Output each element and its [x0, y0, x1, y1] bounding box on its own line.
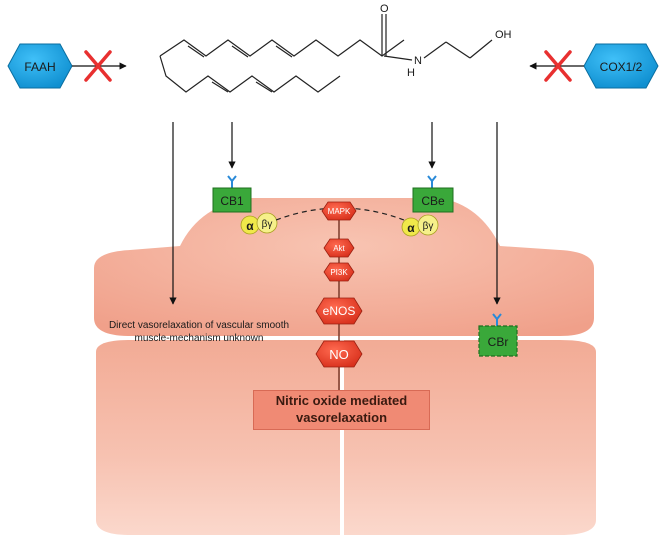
cb1-label: CB1	[220, 194, 244, 208]
cb1-receptor: CB1	[212, 175, 252, 213]
faah-enzyme: FAAH	[7, 43, 73, 89]
direct-vasorelaxation-caption: Direct vasorelaxation of vascular smooth…	[108, 320, 290, 344]
pathway-node-enos: eNOS	[315, 297, 363, 325]
enos-label: eNOS	[323, 304, 356, 318]
faah-inhibition-cross	[84, 50, 112, 82]
g-alpha-label-cb1: α	[246, 219, 254, 233]
cbe-receptor: CBe	[412, 175, 454, 213]
cox-label: COX1/2	[600, 60, 643, 74]
pathway-stack: MAPK Akt PI3K eNOS NO	[315, 201, 363, 368]
faah-label: FAAH	[24, 60, 55, 74]
g-protein-cb1: α βγ	[240, 212, 278, 235]
amide-nitrogen-label: N	[414, 55, 422, 67]
akt-label: Akt	[333, 244, 345, 253]
g-alpha-label-cbe: α	[407, 221, 415, 235]
no-label: NO	[329, 347, 349, 362]
amide-hydrogen-label: H	[407, 67, 415, 79]
smooth-muscle-cells	[96, 340, 596, 535]
cbr-label: CBr	[488, 335, 509, 349]
pathway-node-mapk: MAPK	[321, 201, 357, 221]
pathway-node-akt: Akt	[323, 238, 355, 258]
nitric-oxide-caption-box	[253, 390, 430, 430]
carbonyl-oxygen-label: O	[380, 3, 389, 15]
smooth-muscle-cell-right	[344, 340, 596, 535]
pathway-node-no: NO	[315, 340, 363, 368]
cbr-receptor: CBr	[478, 313, 518, 357]
g-protein-cbe: α βγ	[401, 214, 439, 237]
smooth-muscle-cell-left	[96, 340, 340, 535]
pathway-node-pi3k: PI3K	[323, 262, 355, 282]
cox-inhibition-cross	[544, 50, 572, 82]
hydroxyl-label: OH	[495, 29, 512, 41]
cbe-label: CBe	[421, 194, 445, 208]
g-beta-gamma-label-cb1: βγ	[262, 219, 273, 230]
pi3k-label: PI3K	[330, 268, 348, 277]
g-beta-gamma-label-cbe: βγ	[423, 221, 434, 232]
nitric-oxide-caption: Nitric oxide mediated vasorelaxation	[275, 393, 408, 425]
cox-enzyme: COX1/2	[583, 43, 659, 89]
anandamide-structure	[159, 14, 493, 93]
mapk-label: MAPK	[328, 207, 351, 216]
